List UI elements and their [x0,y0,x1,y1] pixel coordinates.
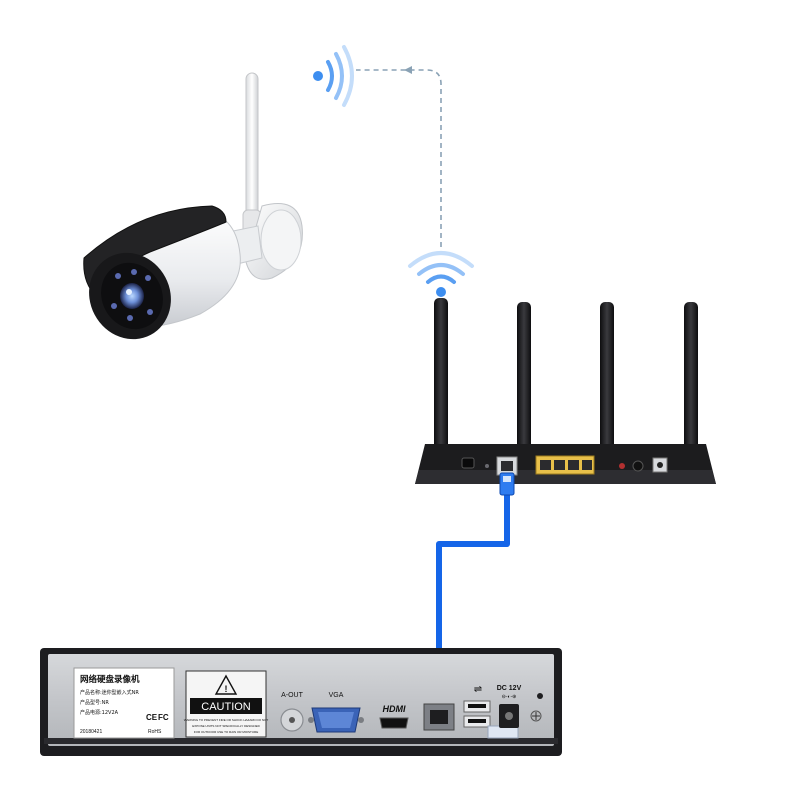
vga-label: VGA [329,692,344,699]
dc-label: DC 12V [497,685,522,692]
fc-mark: FC [158,713,169,722]
ce-mark: CE [146,713,158,722]
caution-title: CAUTION [201,701,251,713]
label-title: 网络硬盘录像机 [80,674,140,685]
camera-wifi-signal-icon [313,47,352,105]
router-wifi-signal-icon [410,253,472,297]
hdmi-label: HDMI [383,704,406,714]
aout-label: A-OUT [281,692,304,699]
label-date: 20180421 [80,729,102,735]
router-antenna-3 [600,302,614,462]
wireless-link-arrow [404,66,412,74]
label-line2: 产品型号:NR [80,699,109,706]
camera-antenna [246,73,258,223]
label-line1: 产品名称:迷你型嵌入式NR [80,689,139,696]
rohs-mark: RoHS [148,729,162,735]
router-antenna-2 [517,302,531,462]
usb-label: ⇌ [474,684,482,695]
router-antenna-4 [684,302,698,462]
hdmi-port [380,718,408,728]
wireless-link-dashed [356,70,441,247]
router-antenna-1 [434,298,448,462]
dc-polarity: ⊖-◐-⊕ [502,694,517,700]
caution-line2: EXPOSE UNITS NOT SPECIFICALLY DESIGNED [192,724,260,728]
caution-line1: WARNING TO PREVENT FIRE OR SHOCK HAZARD … [184,718,269,722]
label-line3: 产品电源:12V2A [80,709,119,716]
svg-text:!: ! [225,684,228,694]
caution-line3: FOR OUTDOOR USE TO RAIN OR MOISTURE [194,730,258,734]
wireless-router [415,298,716,484]
wifi-bullet-camera [74,73,302,354]
network-video-recorder: 网络硬盘录像机 产品名称:迷你型嵌入式NR 产品型号:NR 产品电源:12V2A… [40,648,562,756]
